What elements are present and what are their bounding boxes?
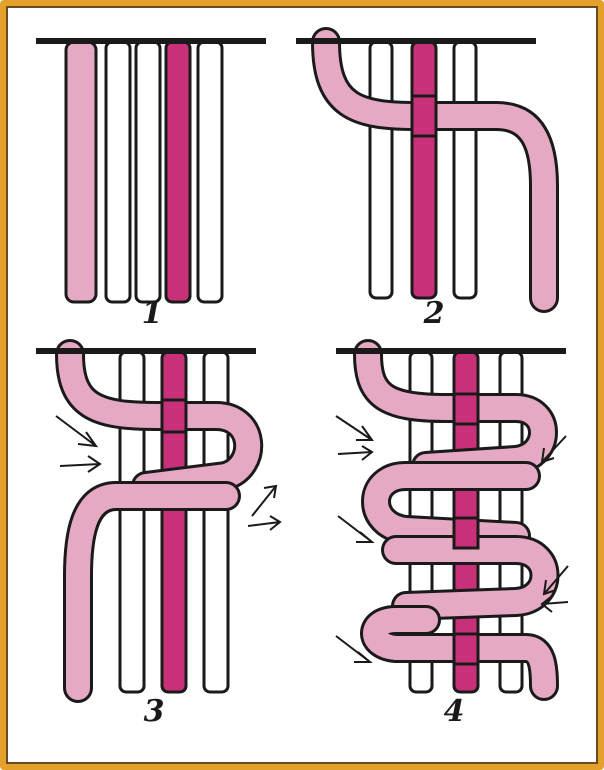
mounting-bar xyxy=(296,38,536,44)
step-number: 4 xyxy=(434,694,474,729)
step-3-illustration xyxy=(26,336,296,746)
white-cord xyxy=(136,42,160,302)
step-4-panel: 4 xyxy=(316,336,596,746)
mounting-bar xyxy=(336,348,566,354)
white-cord xyxy=(106,42,130,302)
white-cord xyxy=(454,42,476,298)
white-cord xyxy=(198,42,222,302)
mounting-bar xyxy=(36,348,256,354)
step-4-illustration xyxy=(316,336,596,746)
core-cord-overlay xyxy=(454,634,478,664)
step-2-panel: 2 xyxy=(296,26,586,326)
core-cord xyxy=(412,42,436,298)
light-cord xyxy=(66,42,96,302)
step-3-panel: 3 xyxy=(26,336,296,746)
step-2-illustration xyxy=(296,26,586,326)
step-number: 2 xyxy=(414,296,454,331)
core-cord-overlay xyxy=(454,394,478,424)
core-cord-overlay xyxy=(412,96,436,136)
mounting-bar xyxy=(36,38,266,44)
step-number: 3 xyxy=(134,694,174,729)
step-1-panel: 1 xyxy=(26,26,286,326)
core-cord-overlay xyxy=(162,400,186,432)
step-1-illustration xyxy=(26,26,286,326)
core-cord-overlay xyxy=(454,518,478,548)
step-number: 1 xyxy=(132,296,172,331)
core-cord xyxy=(166,42,190,302)
white-cord xyxy=(370,42,392,298)
